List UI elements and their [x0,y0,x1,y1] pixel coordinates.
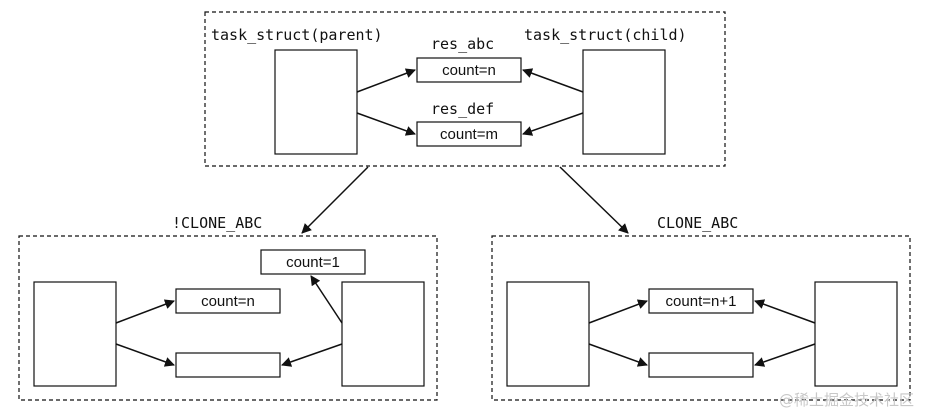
right-parent-box [506,281,590,387]
arrow-to-clone-group [559,166,629,234]
left-other-res-box [175,352,281,378]
clone-abc-label: CLONE_ABC [657,214,738,232]
arrow-right-child-to-other [754,343,816,367]
no-clone-abc-label: !CLONE_ABC [172,214,262,232]
res-abc-label: res_abc [431,35,494,53]
left-shared-res-box [175,288,281,314]
right-other-res-box [648,352,754,378]
clone-group-boundary [491,235,911,401]
parent-task-box [274,49,358,155]
right-child-box [814,281,898,387]
left-new-res-count: count=1 [286,254,340,271]
right-shared-res-count: count=n+1 [666,293,737,310]
watermark: @稀土掘金技术社区 [779,391,914,409]
arrow-right-child-to-shared [754,299,816,324]
arrow-left-child-to-new [310,275,343,324]
arrow-parent-to-res-def [356,112,416,136]
arrow-right-parent-to-shared [588,299,648,324]
top-group-boundary [204,11,726,167]
child-task-struct-label: task_struct(child) [524,26,687,44]
arrow-right-parent-to-other [588,343,648,367]
res-def-box [416,121,522,147]
arrow-left-parent-to-other [115,343,175,367]
parent-task-struct-label: task_struct(parent) [211,26,383,44]
res-def-count: count=m [440,126,498,143]
arrow-left-child-to-other [281,343,343,367]
res-def-label: res_def [431,100,494,118]
left-new-res-box [260,249,366,275]
res-abc-box [416,57,522,83]
child-task-box [582,49,666,155]
arrow-parent-to-res-abc [356,68,416,93]
arrow-child-to-res-def [522,112,584,136]
arrow-left-parent-to-shared [115,299,175,324]
left-child-box [341,281,425,387]
left-parent-box [33,281,117,387]
arrow-to-no-clone-group [301,166,369,234]
arrow-child-to-res-abc [522,68,584,93]
left-shared-res-count: count=n [201,293,255,310]
res-abc-count: count=n [442,62,496,79]
no-clone-group-boundary [18,235,438,401]
right-shared-res-box [648,288,754,314]
